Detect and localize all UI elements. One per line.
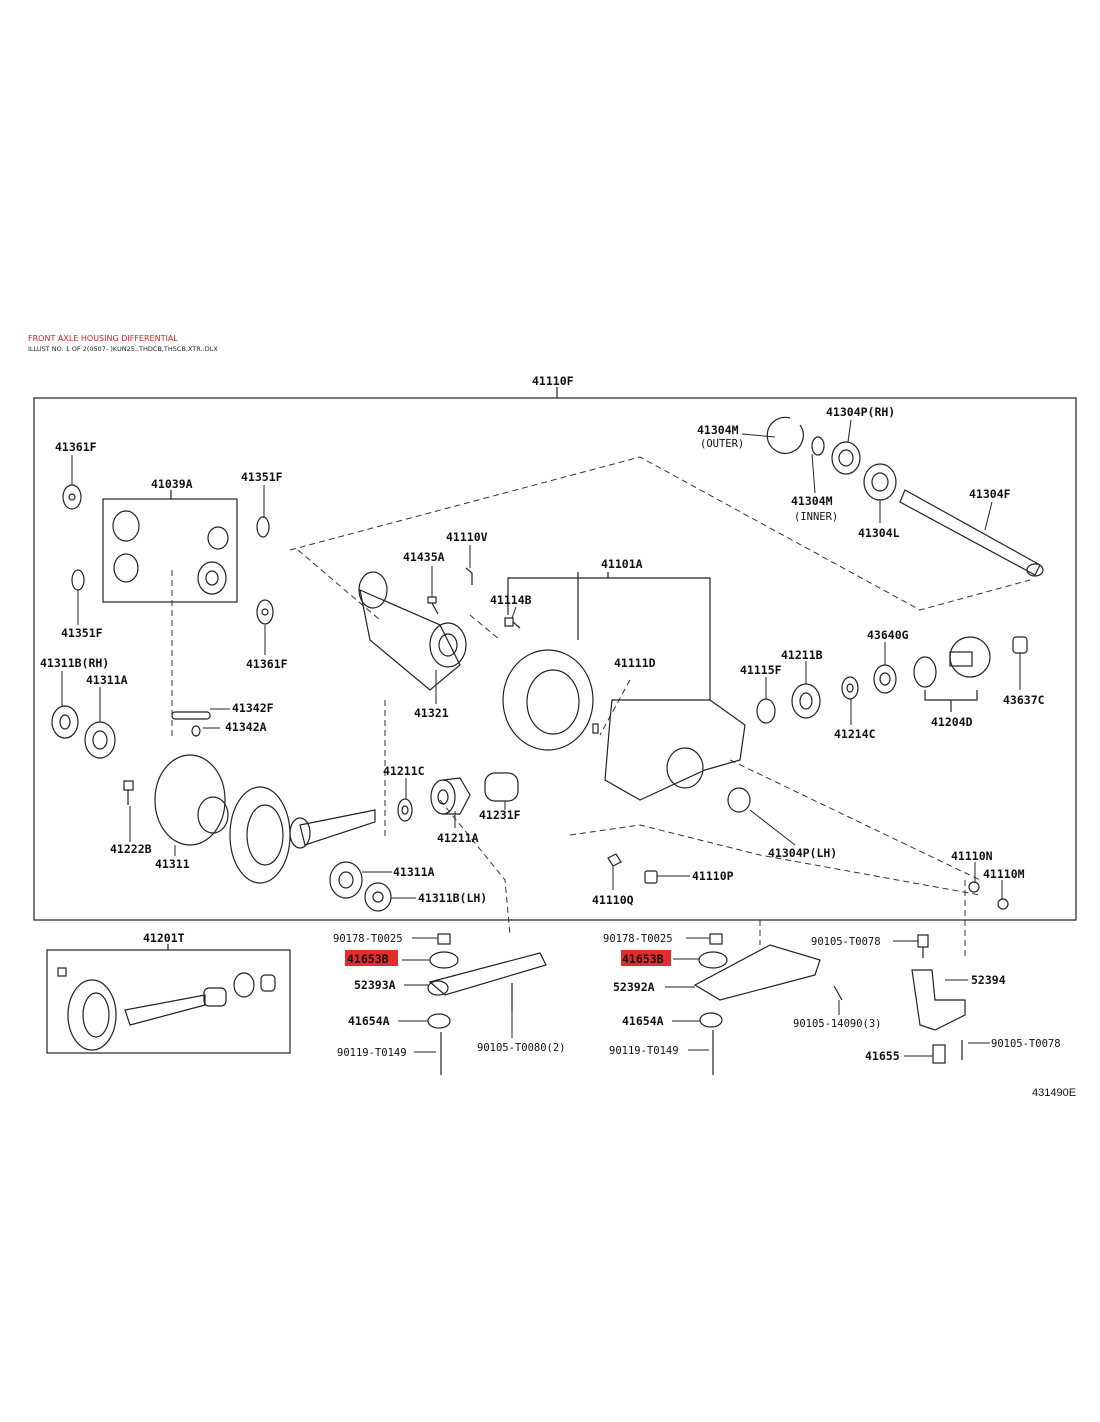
part-label-41110V[interactable]: 41110V — [446, 530, 488, 544]
part-label-41304P-RH[interactable]: 41304P(RH) — [826, 405, 895, 419]
pinion-kit-box — [102, 498, 238, 603]
part-label-41311A-bottom[interactable]: 41311A — [393, 865, 435, 879]
part-label-41304P-LH[interactable]: 41304P(LH) — [768, 846, 837, 860]
part-label-41110Q[interactable]: 41110Q — [592, 893, 634, 907]
part-label-inner: (INNER) — [794, 511, 838, 523]
part-label-41304M-outer[interactable]: 41304M — [697, 423, 739, 437]
diagram-header: FRONT AXLE HOUSING DIFFERENTIAL ILLUST N… — [28, 334, 218, 354]
part-label-41311B-RH[interactable]: 41311B(RH) — [40, 656, 109, 670]
part-label-41214C[interactable]: 41214C — [834, 727, 876, 741]
main-frame — [33, 397, 1077, 921]
part-label-43640G[interactable]: 43640G — [867, 628, 909, 642]
part-label-90105-T0080[interactable]: 90105-T0080(2) — [477, 1042, 566, 1054]
part-label-41311B-LH[interactable]: 41311B(LH) — [418, 891, 487, 905]
part-label-90105-T0078-bottom[interactable]: 90105-T0078 — [991, 1038, 1061, 1050]
part-label-41655[interactable]: 41655 — [865, 1049, 900, 1063]
part-label-41361F-top[interactable]: 41361F — [55, 440, 97, 454]
part-label-41361F-mid[interactable]: 41361F — [246, 657, 288, 671]
part-label-41110M[interactable]: 41110M — [983, 867, 1025, 881]
part-label-41101A[interactable]: 41101A — [601, 557, 643, 571]
part-label-41231F[interactable]: 41231F — [479, 808, 521, 822]
part-label-90178-T0025-left[interactable]: 90178-T0025 — [333, 933, 403, 945]
part-label-90105-T0078-top[interactable]: 90105-T0078 — [811, 936, 881, 948]
part-label-41114B[interactable]: 41114B — [490, 593, 532, 607]
part-label-41201T[interactable]: 41201T — [143, 931, 185, 945]
part-label-41222B[interactable]: 41222B — [110, 842, 152, 856]
part-label-41111D[interactable]: 41111D — [614, 656, 656, 670]
part-label-43637C[interactable]: 43637C — [1003, 693, 1045, 707]
part-label-41654A-left[interactable]: 41654A — [348, 1014, 390, 1028]
part-label-41311[interactable]: 41311 — [155, 857, 190, 871]
part-label-41211A[interactable]: 41211A — [437, 831, 479, 845]
part-label-41321[interactable]: 41321 — [414, 706, 449, 720]
part-label-41304F[interactable]: 41304F — [969, 487, 1011, 501]
part-label-52392A[interactable]: 52392A — [613, 980, 655, 994]
part-label-41653B-left[interactable]: 41653B — [347, 952, 389, 966]
part-label-41342F[interactable]: 41342F — [232, 701, 274, 715]
part-label-41342A[interactable]: 41342A — [225, 720, 267, 734]
part-label-90119-T0149-right[interactable]: 90119-T0149 — [609, 1045, 679, 1057]
highlight-41653B-right — [621, 950, 671, 966]
part-label-41039A[interactable]: 41039A — [151, 477, 193, 491]
highlight-41653B-left — [345, 950, 398, 966]
part-label-52393A[interactable]: 52393A — [354, 978, 396, 992]
illustration-code: 431490E — [1032, 1087, 1077, 1099]
part-label-outer: (OUTER) — [700, 438, 744, 450]
part-label-41211B[interactable]: 41211B — [781, 648, 823, 662]
part-label-41351F-left[interactable]: 41351F — [61, 626, 103, 640]
part-label-41654A-right[interactable]: 41654A — [622, 1014, 664, 1028]
diagram-title: FRONT AXLE HOUSING DIFFERENTIAL — [28, 334, 178, 343]
part-label-41110P[interactable]: 41110P — [692, 869, 734, 883]
part-label-41204D[interactable]: 41204D — [931, 715, 973, 729]
part-label-41304M-inner[interactable]: 41304M — [791, 494, 833, 508]
part-label-41351F-right[interactable]: 41351F — [241, 470, 283, 484]
part-label-41653B-right[interactable]: 41653B — [622, 952, 664, 966]
part-label-90119-T0149-left[interactable]: 90119-T0149 — [337, 1047, 407, 1059]
part-label-41304L[interactable]: 41304L — [858, 526, 900, 540]
part-label-90105-14090[interactable]: 90105-14090(3) — [793, 1018, 882, 1030]
part-label-52394[interactable]: 52394 — [971, 973, 1006, 987]
part-label-41311A-top[interactable]: 41311A — [86, 673, 128, 687]
part-label-41115F[interactable]: 41115F — [740, 663, 782, 677]
diagram-subtitle: ILLUST NO. 1 OF 2(0507- )KUN25..THDCB,TH… — [28, 345, 218, 353]
part-label-90178-T0025-right[interactable]: 90178-T0025 — [603, 933, 673, 945]
part-label-41110F[interactable]: 41110F — [532, 374, 574, 388]
part-label-41110N[interactable]: 41110N — [951, 849, 993, 863]
part-label-41435A[interactable]: 41435A — [403, 550, 445, 564]
part-label-41211C[interactable]: 41211C — [383, 764, 425, 778]
